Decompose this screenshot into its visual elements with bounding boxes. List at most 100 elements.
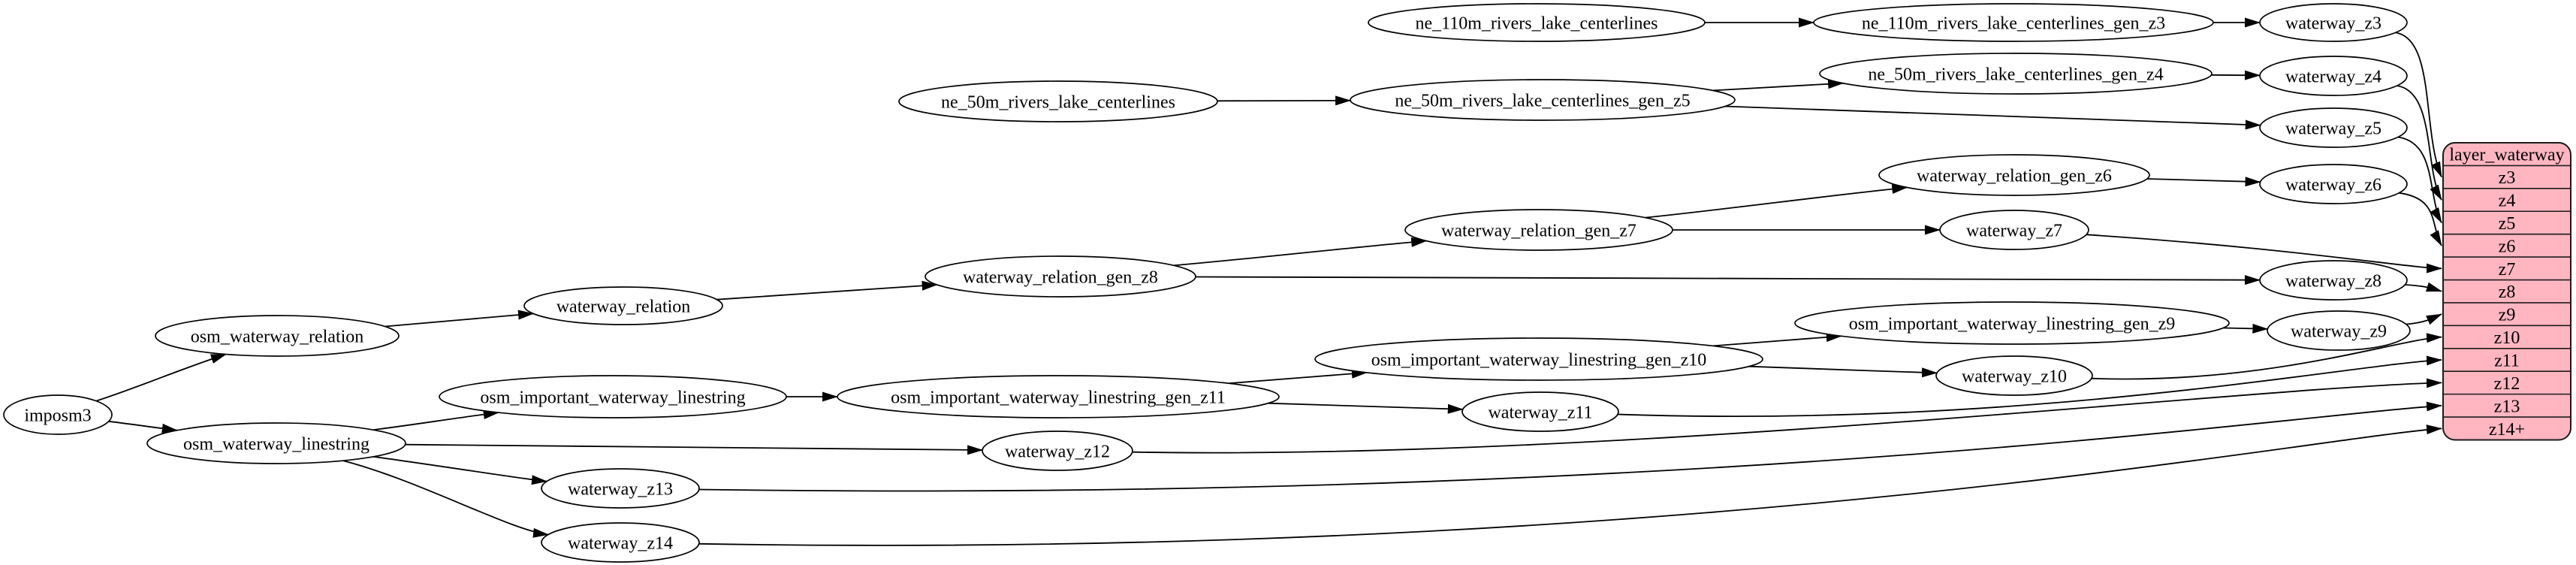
node-waterway_z14-label: waterway_z14 xyxy=(568,534,673,554)
table-outline xyxy=(2442,142,2571,441)
node-waterway_z7: waterway_z7 xyxy=(1939,210,2089,250)
table-row-z9-label: z9 xyxy=(2499,306,2516,325)
node-osm_waterway_relation: osm_waterway_relation xyxy=(155,315,400,357)
edge-waterway_z8-to-layer-row-z8 xyxy=(2405,282,2442,292)
node-osm_important_waterway_linestring_gen_z10-label: osm_important_waterway_linestring_gen_z1… xyxy=(1371,351,1707,370)
node-waterway_z5: waterway_z5 xyxy=(2259,107,2408,148)
node-waterway_relation_gen_z6-label: waterway_relation_gen_z6 xyxy=(1917,167,2112,186)
edge-osm_waterway_linestring-to-waterway_z12 xyxy=(405,443,984,455)
edge-osm_waterway_relation-to-waterway_relation xyxy=(385,310,534,328)
node-waterway_z12-label: waterway_z12 xyxy=(1005,443,1110,462)
edge-waterway_z13-to-layer-row-z13 xyxy=(698,401,2442,492)
table-row-z10-label: z10 xyxy=(2494,328,2520,348)
edge-imposm3-to-osm_waterway_relation xyxy=(95,353,227,402)
table-title: layer_waterway xyxy=(2449,146,2564,165)
table-row-z4-label: z4 xyxy=(2499,192,2516,211)
node-waterway_z10-shape xyxy=(1935,355,2093,396)
node-waterway_z12: waterway_z12 xyxy=(982,431,1133,471)
node-ne_50m_rivers_lake_centerlines-label: ne_50m_rivers_lake_centerlines xyxy=(941,93,1175,113)
node-waterway_z6-shape xyxy=(2259,164,2408,204)
node-waterway_z8: waterway_z8 xyxy=(2259,260,2408,301)
node-ne_50m_rivers_lake_centerlines-shape xyxy=(898,80,1218,122)
node-osm_important_waterway_linestring_gen_z10: osm_important_waterway_linestring_gen_z1… xyxy=(1314,337,1763,381)
edge-waterway_relation_gen_z8-to-waterway_z8 xyxy=(1195,275,2261,286)
node-ne_50m_rivers_lake_centerlines: ne_50m_rivers_lake_centerlines xyxy=(898,80,1218,122)
node-waterway_z12-shape xyxy=(982,431,1133,471)
node-waterway_relation-shape xyxy=(523,286,723,325)
node-waterway_z4-label: waterway_z4 xyxy=(2285,68,2381,87)
edge-waterway_z12-to-layer-row-z12 xyxy=(1132,378,2442,454)
node-osm_important_waterway_linestring_gen_z11-shape xyxy=(837,375,1280,418)
edge-osm_important_waterway_linestring_gen_z10-to-osm_important_waterway_linestring_gen_z9 xyxy=(1712,332,1842,347)
node-ne_110m_rivers_lake_centerlines_gen_z3: ne_110m_rivers_lake_centerlines_gen_z3 xyxy=(1813,3,2214,42)
node-osm_waterway_relation-label: osm_waterway_relation xyxy=(191,328,364,347)
edge-osm_important_waterway_linestring_gen_z10-to-waterway_z10 xyxy=(1748,365,1938,378)
edge-ne_50m_rivers_lake_centerlines_gen_z4-to-waterway_z4 xyxy=(2211,70,2261,80)
table-row-z8-label: z8 xyxy=(2499,282,2516,302)
node-ne_50m_rivers_lake_centerlines_gen_z4-label: ne_50m_rivers_lake_centerlines_gen_z4 xyxy=(1868,65,2163,85)
node-waterway_z3-label: waterway_z3 xyxy=(2285,14,2381,34)
node-ne_110m_rivers_lake_centerlines: ne_110m_rivers_lake_centerlines xyxy=(1368,3,1706,42)
node-waterway_z11: waterway_z11 xyxy=(1461,391,1619,432)
node-osm_important_waterway_linestring_gen_z10-shape xyxy=(1314,337,1763,381)
edge-waterway_relation_gen_z8-to-waterway_relation_gen_z7 xyxy=(1173,237,1428,267)
node-waterway_z5-shape xyxy=(2259,107,2408,148)
edge-waterway_z4-to-layer-row-z4 xyxy=(2397,85,2442,201)
node-ne_50m_rivers_lake_centerlines_gen_z4-shape xyxy=(1819,53,2213,95)
edge-waterway_z14-to-layer-row-z14plus xyxy=(698,425,2442,546)
table-row-z13-label: z13 xyxy=(2494,397,2520,416)
node-ne_50m_rivers_lake_centerlines_gen_z5-label: ne_50m_rivers_lake_centerlines_gen_z5 xyxy=(1395,92,1690,111)
table-layer-waterway: layer_waterwayz3z4z5z6z7z8z9z10z11z12z13… xyxy=(2442,142,2571,441)
edge-osm_important_waterway_linestring_gen_z11-to-osm_important_waterway_linestring_gen_z10 xyxy=(1229,368,1368,385)
edge-waterway_relation-to-waterway_relation_gen_z8 xyxy=(716,280,938,301)
node-waterway_z8-label: waterway_z8 xyxy=(2285,272,2381,292)
edge-waterway_z9-to-layer-row-z9 xyxy=(2406,313,2442,325)
nodes: imposm3 osm_waterway_relation waterway_rel… xyxy=(3,3,2411,563)
node-osm_waterway_linestring-shape xyxy=(146,422,406,464)
edge-osm_waterway_linestring-to-waterway_z14 xyxy=(342,460,549,538)
node-waterway_relation-label: waterway_relation xyxy=(557,298,691,317)
node-imposm3: imposm3 xyxy=(3,394,113,435)
node-waterway_z13-shape xyxy=(541,468,700,509)
node-osm_important_waterway_linestring_gen_z9-shape xyxy=(1794,301,2230,345)
node-imposm3-shape xyxy=(3,394,113,435)
node-osm_important_waterway_linestring: osm_important_waterway_linestring xyxy=(439,375,787,418)
node-waterway_z7-shape xyxy=(1939,210,2089,250)
node-waterway_z14-shape xyxy=(541,522,700,563)
edge-ne_50m_rivers_lake_centerlines_gen_z5-to-waterway_z5 xyxy=(1724,105,2261,130)
node-osm_important_waterway_linestring-label: osm_important_waterway_linestring xyxy=(480,388,745,408)
edge-osm_important_waterway_linestring_gen_z9-to-waterway_z9 xyxy=(2223,323,2269,334)
node-waterway_relation_gen_z7-shape xyxy=(1404,209,1673,251)
node-osm_important_waterway_linestring_gen_z9-label: osm_important_waterway_linestring_gen_z9 xyxy=(1849,315,2176,334)
node-ne_110m_rivers_lake_centerlines-shape xyxy=(1368,3,1706,42)
node-waterway_z9-label: waterway_z9 xyxy=(2291,322,2387,342)
node-ne_50m_rivers_lake_centerlines_gen_z5-shape xyxy=(1350,79,1736,121)
node-ne_110m_rivers_lake_centerlines_gen_z3-shape xyxy=(1813,3,2214,42)
node-waterway_relation: waterway_relation xyxy=(523,286,723,325)
node-waterway_z13: waterway_z13 xyxy=(541,468,700,509)
table-row-z3-label: z3 xyxy=(2499,168,2516,188)
table-row-z11-label: z11 xyxy=(2494,351,2520,370)
node-waterway_z6-label: waterway_z6 xyxy=(2285,176,2381,195)
table-row-z7-label: z7 xyxy=(2499,260,2516,279)
node-waterway_relation_gen_z8: waterway_relation_gen_z8 xyxy=(925,255,1196,298)
edge-osm_waterway_linestring-to-waterway_z13 xyxy=(373,455,547,485)
node-ne_50m_rivers_lake_centerlines_gen_z5: ne_50m_rivers_lake_centerlines_gen_z5 xyxy=(1350,79,1736,121)
edge-waterway_z10-to-layer-row-z10 xyxy=(2091,333,2442,380)
node-ne_110m_rivers_lake_centerlines-label: ne_110m_rivers_lake_centerlines xyxy=(1416,14,1658,34)
node-osm_important_waterway_linestring_gen_z9: osm_important_waterway_linestring_gen_z9 xyxy=(1794,301,2230,345)
node-waterway_z8-shape xyxy=(2259,260,2408,301)
node-osm_important_waterway_linestring_gen_z11-label: osm_important_waterway_linestring_gen_z1… xyxy=(891,388,1226,408)
node-waterway_z5-label: waterway_z5 xyxy=(2285,119,2381,139)
node-waterway_z13-label: waterway_z13 xyxy=(568,480,673,500)
node-waterway_relation_gen_z8-shape xyxy=(925,255,1196,298)
node-waterway_z3-shape xyxy=(2259,3,2408,42)
node-waterway_z11-label: waterway_z11 xyxy=(1488,403,1592,423)
node-waterway_relation_gen_z6-shape xyxy=(1878,154,2150,196)
edge-imposm3-to-osm_waterway_linestring xyxy=(108,420,178,434)
node-waterway_z14: waterway_z14 xyxy=(541,522,700,563)
edge-waterway_z5-to-layer-row-z5 xyxy=(2397,136,2442,224)
node-waterway_relation_gen_z8-label: waterway_relation_gen_z8 xyxy=(963,268,1158,288)
edge-waterway_z7-to-layer-row-z7 xyxy=(2086,234,2442,273)
